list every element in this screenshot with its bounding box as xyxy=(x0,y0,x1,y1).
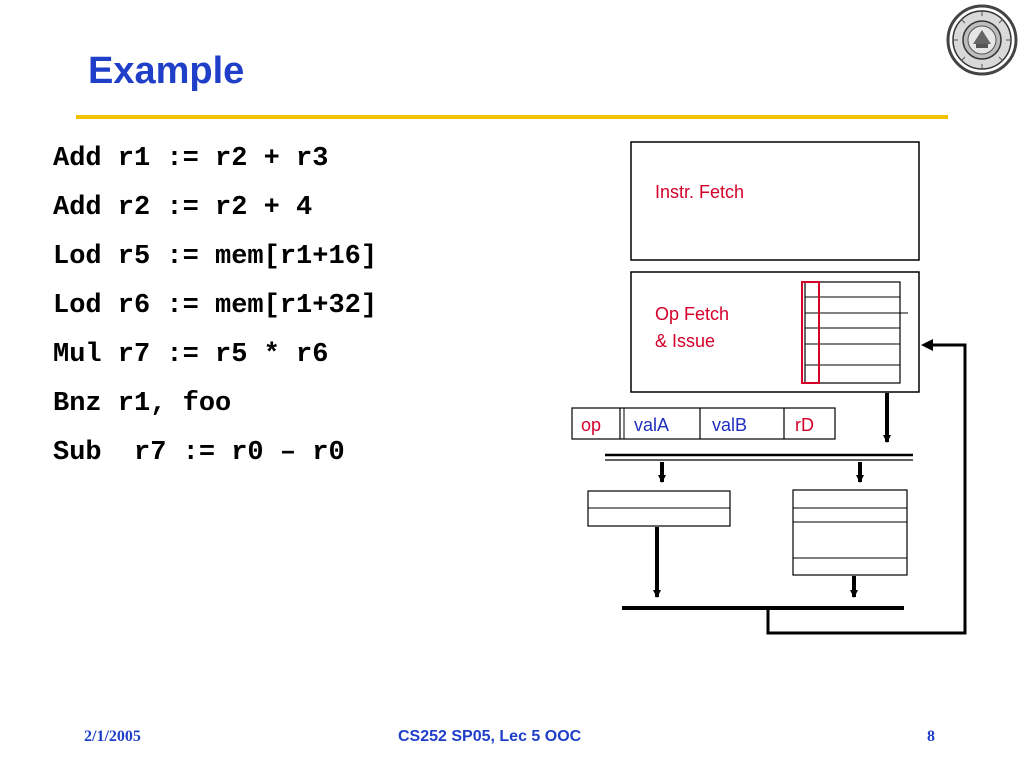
field-vala: valA xyxy=(634,415,669,435)
left-functional-unit xyxy=(587,490,731,527)
op-fetch-label-line2: & Issue xyxy=(655,331,715,351)
university-seal-icon xyxy=(946,4,1018,76)
feedback-arrowhead xyxy=(921,339,933,351)
instr-fetch-label: Instr. Fetch xyxy=(655,182,744,202)
instruction-line: Add r2 := r2 + 4 xyxy=(53,193,313,223)
instr-fetch-box xyxy=(630,141,920,261)
instruction-line: Bnz r1, foo xyxy=(53,389,232,419)
field-op: op xyxy=(581,415,601,435)
instruction-line: Lod r6 := mem[r1+32] xyxy=(53,291,378,321)
op-fetch-label-line1: Op Fetch xyxy=(655,304,729,324)
field-rd: rD xyxy=(795,415,814,435)
register-file xyxy=(801,281,908,384)
pipeline-register: op valA valB rD xyxy=(571,407,836,440)
instruction-list: Add r1 := r2 + r3 Add r2 := r2 + 4 Lod r… xyxy=(53,140,377,483)
footer-date: 2/1/2005 xyxy=(84,728,141,745)
instruction-line: Add r1 := r2 + r3 xyxy=(53,144,329,174)
slide-title: Example xyxy=(88,50,245,92)
feedback-path xyxy=(766,343,967,635)
footer-course: CS252 SP05, Lec 5 OOC xyxy=(398,728,582,745)
field-valb: valB xyxy=(712,415,747,435)
instruction-line: Mul r7 := r5 * r6 xyxy=(53,340,329,370)
right-functional-unit xyxy=(792,489,908,576)
instruction-line: Lod r5 := mem[r1+16] xyxy=(53,242,378,272)
footer-page-number: 8 xyxy=(927,728,935,745)
instruction-line: Sub r7 := r0 – r0 xyxy=(53,438,345,468)
pipeline-diagram: Instr. Fetch Op Fetch & Issue op valA va… xyxy=(571,141,967,635)
title-underline xyxy=(76,115,948,119)
